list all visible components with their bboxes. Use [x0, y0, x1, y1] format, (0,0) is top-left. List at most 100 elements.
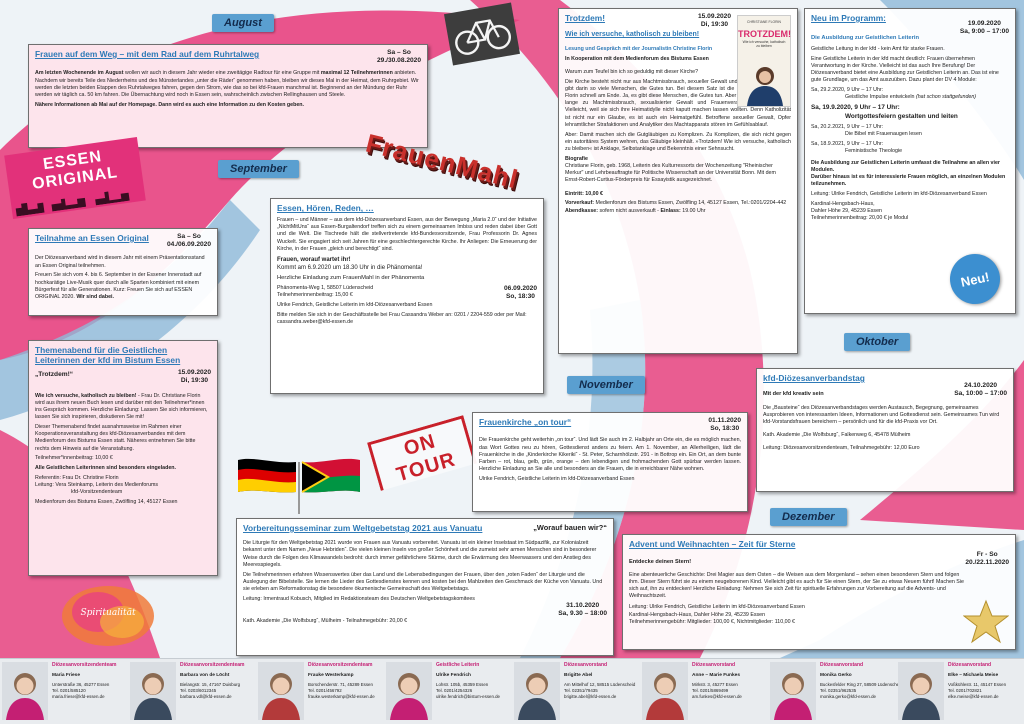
contact-name: Anne – Marie Funkes [692, 673, 740, 678]
star-icon [963, 599, 1009, 644]
event-title: Trotzdem! [565, 13, 606, 23]
event-text: Warum zum Teufel bin ich so geduldig mit… [565, 68, 699, 75]
person-photo [130, 662, 176, 720]
event-format: Lesung und Gespräch mit der Journalistin… [565, 45, 713, 52]
event-fee: Eintritt: 10,00 € [565, 190, 603, 197]
contact-name: Monika Gerko [820, 673, 852, 678]
person-photo [770, 662, 816, 720]
essen-original-logo: ESSEN ORIGINAL [4, 136, 146, 220]
bicycle-sign-image [441, 0, 522, 70]
event-text: Die Teilnehmerinnen erfahren Wissenswert… [243, 571, 603, 593]
contact-email[interactable]: frauke.westerkamp@kfd-essen.de [308, 693, 375, 699]
contact-name: Frauke Westerkamp [308, 673, 354, 678]
event-location: Kath. Akademie „Die Wolfsburg“, Falkenwe… [763, 432, 911, 439]
event-contact: Bitte melden Sie sich in der Geschäftsst… [277, 311, 527, 326]
event-text: Frauen, worauf wartet ihr!Kommt am 6.9.2… [277, 256, 423, 271]
module-3: Sa, 20.2.2021, 9 Uhr – 17 Uhr:Die Bibel … [811, 124, 922, 138]
event-speaker: Referentin: Frau Dr. Christine Florin [35, 475, 119, 482]
event-text: Der Diözesanverband wird in diesem Jahr … [35, 255, 205, 269]
event-title: Vorbereitungsseminar zum Weltgebetstag 2… [243, 523, 483, 533]
event-quote: „Worauf bauen wir?“ [533, 523, 607, 532]
event-location: Phänomenta-Weg 1, 58507 Lüdenscheid [277, 285, 374, 292]
event-text: Am letzten Wochenende im August wollen w… [35, 70, 419, 99]
event-fee: Teilnehmerinnenbeitrag: 20,00 € je Modul [811, 215, 909, 222]
event-fee: Teilnehmerinnenbeitrag: 15,00 € [277, 292, 353, 299]
module-4: Sa, 18.9.2021, 9 Uhr – 17 Uhr:Feministis… [811, 141, 903, 155]
event-subtitle: Wie ich versuche, katholisch zu bleiben! [565, 31, 700, 39]
event-title: Advent und Weihnachten – Zeit für Sterne [629, 539, 796, 549]
event-text: Die Kirche besteht nicht nur aus Machtmi… [565, 78, 791, 128]
event-quote: „Trotzdem!“ [35, 371, 74, 379]
event-note: Die Ausbildung zur Geistlichen Leiterin … [811, 159, 1006, 188]
event-lead: Leitung: Ulrike Fendrich, Geistliche Lei… [811, 190, 987, 197]
person-photo [258, 662, 304, 720]
contact-name: Maria Friese [52, 673, 80, 678]
contact-role: Diözesanvorstand [948, 662, 992, 668]
event-themenabend: Themenabend für die Geistlichen Leiterin… [28, 340, 218, 576]
event-location: Kardinal-Hengsbach-Haus, Dahler Höhe 29,… [629, 611, 766, 618]
event-advent: Advent und Weihnachten – Zeit für Sterne… [622, 534, 1016, 650]
event-subtitle: Mit der kfd kreativ sein [763, 391, 824, 398]
event-title: Frauen auf dem Weg – mit dem Rad auf dem… [35, 49, 260, 59]
month-oktober: Oktober [844, 333, 911, 351]
spiritualitaet-image: Spiritualität [58, 582, 158, 650]
event-text: Aber: Damit machen sich die Gutgläubigen… [565, 131, 791, 153]
event-lead: Leitung: Irmentraud Kobusch, Mitglied im… [243, 595, 475, 602]
month-november: November [567, 376, 645, 394]
contact-email[interactable]: elke.meise@kfd-essen.de [948, 693, 999, 699]
contact-email[interactable]: ulrike.fendrich@bistum-essen.de [436, 693, 501, 699]
contact-role: Diözesanvorsitzendenteam [52, 662, 117, 668]
event-text: Frauen – und Männer – aus dem kfd-Diözes… [277, 217, 537, 252]
month-dezember: Dezember [770, 508, 847, 526]
event-subtitle: Die Ausbildung zur Geistlichen Leiterin [811, 35, 920, 42]
book-cover-image: CHRISTIANE FLORIN TROTZDEM! Wie ich vers… [737, 15, 791, 107]
contact-email[interactable]: am.funkes@kfd-essen.de [692, 693, 742, 699]
contact-email[interactable]: maria.friese@kfd-essen.de [52, 693, 105, 699]
contact-email[interactable]: brigitte.abel@kfd-essen.de [564, 693, 617, 699]
event-location: Dahler Höhe 29, 45239 Essen [811, 207, 882, 214]
event-title: kfd-Diözesanverbandstag [763, 373, 865, 383]
event-text: Freuen Sie sich vom 4. bis 6. September … [35, 272, 202, 301]
event-fee: Teilnehmer*innenbeitrag: 10,00 € [35, 455, 113, 462]
event-title: Teilnahme an Essen Original [35, 233, 149, 243]
month-august: August [212, 14, 274, 32]
bio-text: Christiane Florin, geb. 1968, Leiterin d… [565, 163, 776, 184]
contact-name: Elke – Michaela Meise [948, 673, 999, 678]
month-september: September [218, 160, 299, 178]
event-text: Die Frauenkirche geht weiterhin „on tour… [479, 437, 741, 473]
event-text: Eine Geistliche Leiterin in der kfd mach… [811, 55, 999, 84]
event-title: Themenabend für die Geistlichen Leiterin… [35, 345, 181, 366]
event-note: Nähere Informationen ab Mai auf der Home… [35, 101, 305, 108]
contact-role: Diözesanvorstand [820, 662, 864, 668]
event-frauenmahl: Essen, Hören, Reden, … Frauen – und Männ… [270, 198, 544, 394]
event-boxoffice: Abendkasse: sofern nicht ausverkauft - E… [565, 207, 706, 214]
event-text: Die Liturgie für den Weltgebetstag 2021 … [243, 540, 597, 568]
event-location: Kardinal-Hengsbach-Haus, [811, 200, 875, 207]
contact-name: Ulrike Fendrich [436, 673, 471, 678]
contact-email[interactable]: monika.gerko@kfd-essen.de [820, 693, 876, 699]
event-text: Eine abenteuerliche Geschichte: Drei Mag… [629, 571, 964, 600]
contact-role: Geistliche Leiterin [436, 662, 480, 668]
contact-email[interactable]: barbara.vdl@kfd-essen.de [180, 693, 232, 699]
contact-role: Diözesanvorsitzendenteam [180, 662, 245, 668]
event-note: Alle Geistlichen Leiterinnen sind besond… [35, 465, 176, 472]
event-text: Die „Bausteine“ des Diözesanverbandstage… [763, 404, 1000, 426]
